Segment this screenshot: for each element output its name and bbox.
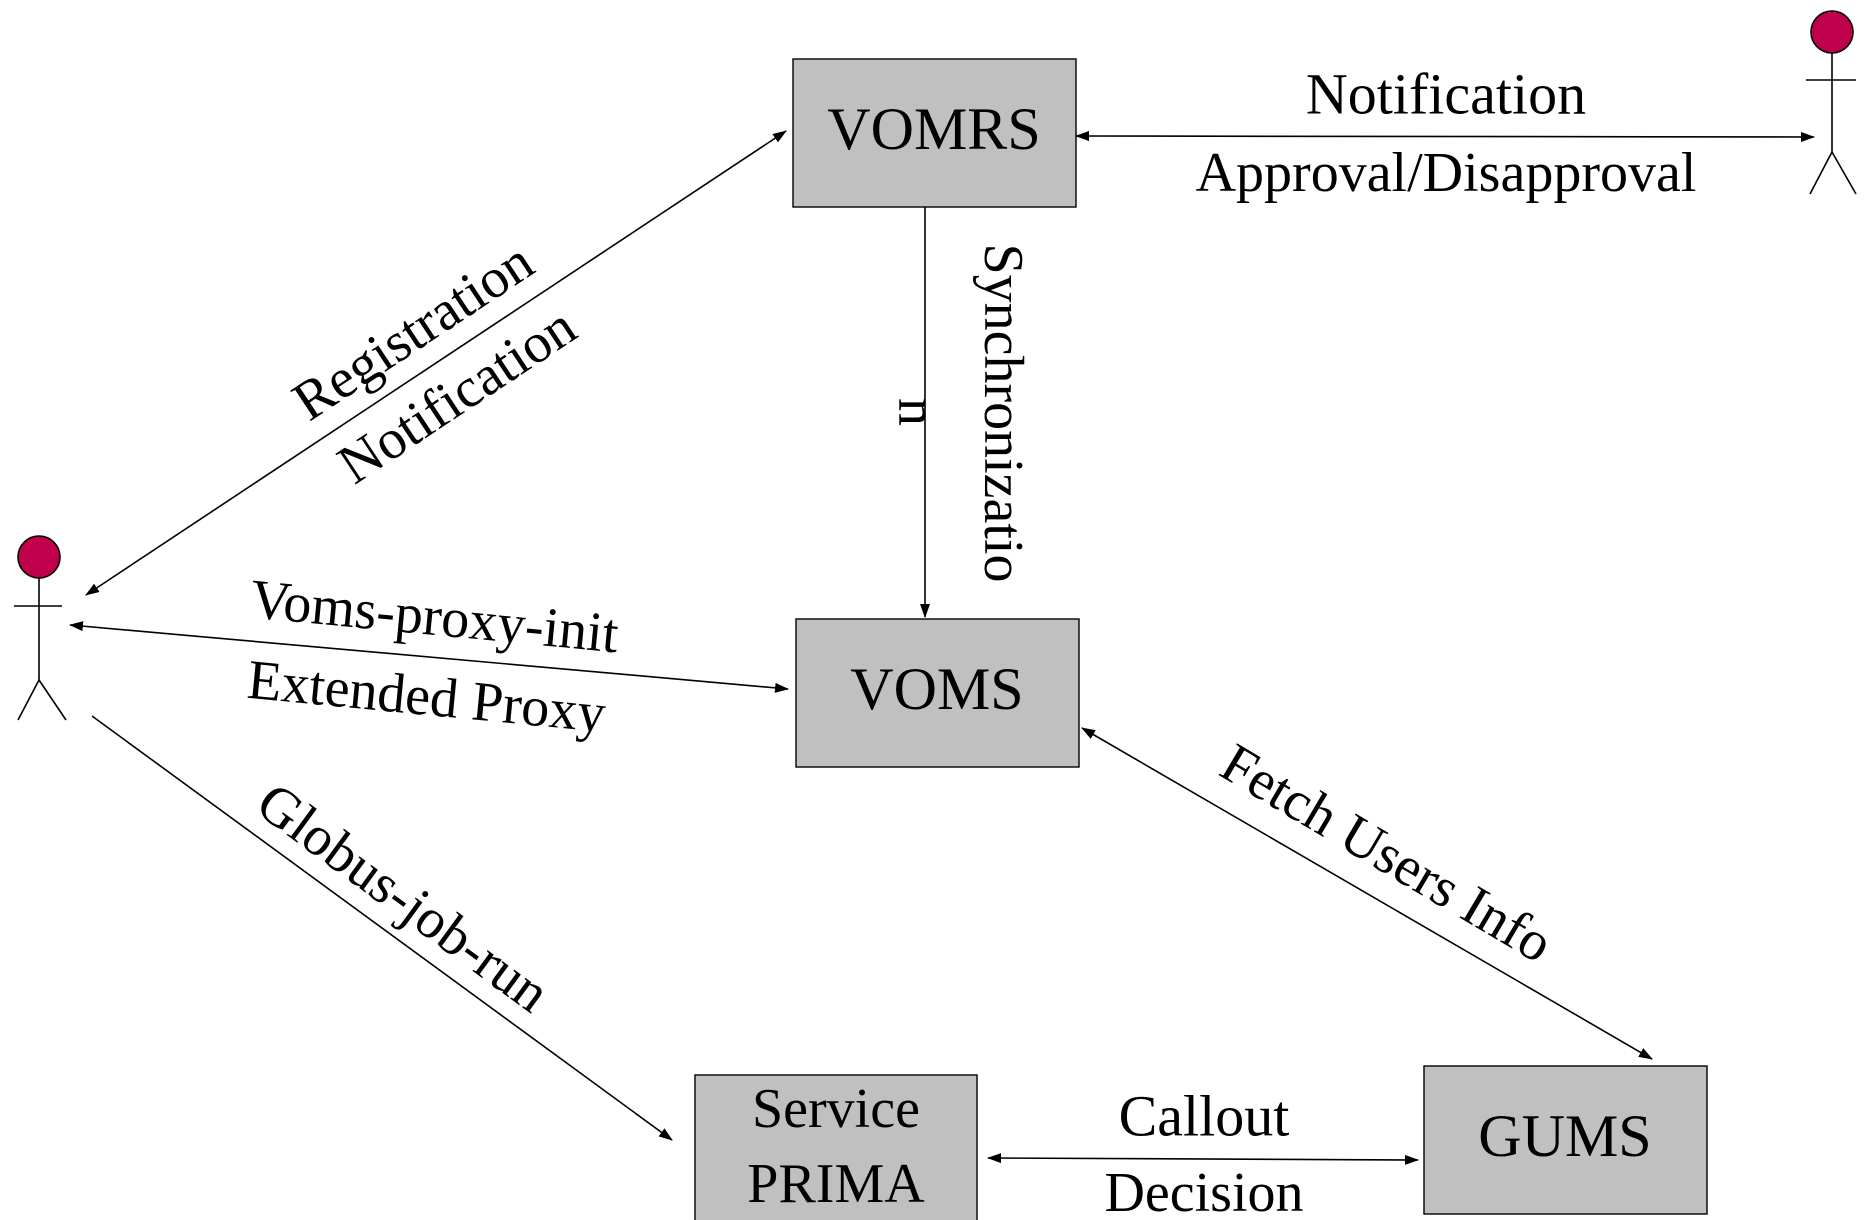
edge-admin: Notification Approval/Disapproval bbox=[1075, 61, 1815, 204]
edge-synchronization-label-2: n bbox=[886, 398, 948, 426]
node-prima: Service PRIMA bbox=[694, 1074, 978, 1220]
user-actor bbox=[14, 535, 67, 721]
admin-actor-head bbox=[1810, 10, 1854, 54]
edge-admin-label-1: Notification bbox=[1306, 61, 1586, 126]
edge-callout: Callout Decision bbox=[987, 1083, 1419, 1220]
node-voms: VOMS bbox=[795, 618, 1080, 768]
edge-fetch: Fetch Users Info bbox=[1081, 727, 1653, 1060]
edge-callout-label-2: Decision bbox=[1104, 1162, 1303, 1220]
edge-fetch-label: Fetch Users Info bbox=[1210, 732, 1563, 975]
user-actor-head bbox=[17, 535, 61, 579]
edge-registration: Registration Notification bbox=[85, 130, 787, 596]
edge-synchronization: Synchronizatio n bbox=[886, 207, 1034, 618]
edge-proxy: Voms-proxy-init Extended Proxy bbox=[69, 568, 789, 745]
node-prima-label-2: PRIMA bbox=[747, 1153, 925, 1215]
edge-admin-label-2: Approval/Disapproval bbox=[1196, 142, 1697, 204]
node-voms-label: VOMS bbox=[850, 656, 1023, 722]
node-prima-label-1: Service bbox=[752, 1078, 920, 1140]
edge-callout-label-1: Callout bbox=[1119, 1083, 1290, 1148]
node-vomrs-label: VOMRS bbox=[827, 96, 1040, 162]
node-vomrs: VOMRS bbox=[792, 58, 1077, 208]
edge-job: Globus-job-run bbox=[91, 715, 673, 1141]
edge-synchronization-label-1: Synchronizatio bbox=[972, 243, 1034, 582]
edge-proxy-label-1: Voms-proxy-init bbox=[248, 568, 622, 665]
admin-actor bbox=[1806, 10, 1857, 195]
edge-job-label: Globus-job-run bbox=[245, 771, 560, 1025]
edge-proxy-label-2: Extended Proxy bbox=[245, 649, 609, 745]
node-gums-label: GUMS bbox=[1478, 1103, 1651, 1169]
node-gums: GUMS bbox=[1423, 1065, 1708, 1215]
